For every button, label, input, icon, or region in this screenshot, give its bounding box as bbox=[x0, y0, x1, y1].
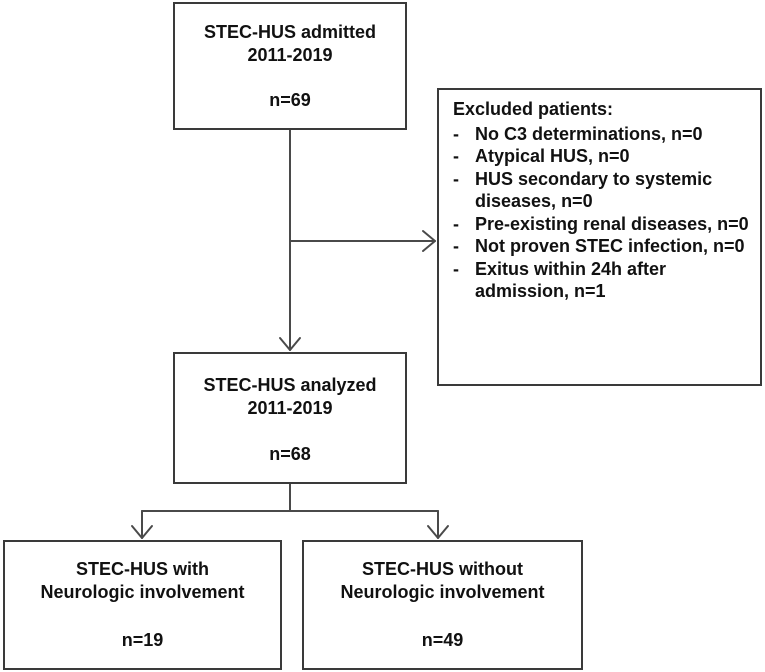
analyzed-count: n=68 bbox=[269, 444, 311, 464]
excluded-item: -Atypical HUS, n=0 bbox=[453, 146, 630, 166]
admitted-count: n=69 bbox=[269, 90, 311, 110]
excluded-item: -HUS secondary to systemic diseases, n=0 bbox=[453, 168, 713, 212]
analyzed-years: 2011-2019 bbox=[247, 398, 333, 418]
arrowhead-analyzed bbox=[279, 337, 301, 351]
arrowhead-neuro bbox=[131, 525, 153, 539]
neuro-line2: Neurologic involvement bbox=[40, 582, 245, 602]
no-neuro-line2: Neurologic involvement bbox=[340, 582, 545, 602]
no-neuro-count: n=49 bbox=[421, 630, 464, 650]
analyzed-box: STEC-HUS analyzed 2011-2019 n=68 bbox=[173, 352, 407, 484]
admitted-years: 2011-2019 bbox=[247, 45, 333, 65]
admitted-title: STEC-HUS admitted bbox=[203, 22, 376, 42]
excluded-list: -No C3 determinations, n=0 -Atypical HUS… bbox=[453, 123, 754, 303]
neuro-count: n=19 bbox=[121, 630, 164, 650]
admitted-box: STEC-HUS admitted 2011-2019 n=69 bbox=[173, 2, 407, 130]
arrowhead-excluded bbox=[422, 230, 436, 252]
neuro-involvement-box: STEC-HUS with Neurologic involvement n=1… bbox=[3, 540, 282, 670]
excluded-heading: Excluded patients: bbox=[453, 99, 614, 119]
excluded-box: Excluded patients: -No C3 determinations… bbox=[437, 88, 762, 386]
excluded-item: -Pre-existing renal diseases, n=0 bbox=[453, 213, 749, 234]
excluded-item: -Exitus within 24h after admission, n=1 bbox=[453, 258, 667, 302]
no-neuro-involvement-box: STEC-HUS without Neurologic involvement … bbox=[302, 540, 583, 670]
analyzed-title: STEC-HUS analyzed bbox=[203, 375, 377, 395]
no-neuro-line1: STEC-HUS without bbox=[362, 559, 523, 579]
excluded-item: -Not proven STEC infection, n=0 bbox=[453, 236, 745, 256]
arrowhead-no-neuro bbox=[427, 525, 449, 539]
excluded-item: -No C3 determinations, n=0 bbox=[453, 123, 703, 144]
neuro-line1: STEC-HUS with bbox=[76, 559, 209, 579]
